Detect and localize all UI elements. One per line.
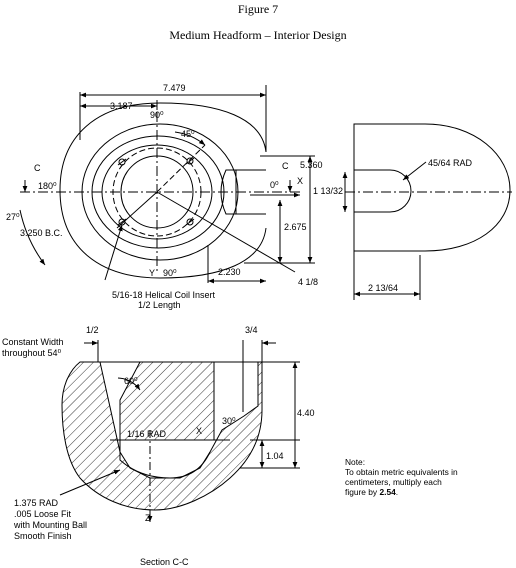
angle-left: 180⁰: [38, 181, 57, 191]
note-heading: Note:: [345, 457, 366, 467]
angle-45: 45⁰: [181, 129, 195, 139]
rad-label-1: 1.375 RAD: [14, 498, 59, 508]
dim-three-quarter: 3/4: [245, 325, 258, 335]
dim-440: 4.40: [297, 408, 315, 418]
figure-label: Figure 7: [237, 2, 279, 16]
dim-1-13-32: 1 13/32: [313, 186, 343, 196]
rad-label-4: Smooth Finish: [14, 531, 72, 541]
bolt-circle-label: 3.250 B.C.: [20, 228, 63, 238]
rad-label-3: with Mounting Ball: [13, 520, 87, 530]
dim-center-offset: 3.187: [110, 101, 133, 111]
axis-c-right: C: [282, 161, 289, 171]
note-line-3-text: figure by: [345, 487, 380, 497]
top-view-labels: 7.479 3.187 90⁰ 45⁰ C 180⁰ 27⁰ 3.250 B.C…: [6, 83, 323, 310]
angle-60: 60⁰: [124, 376, 138, 386]
insert-label-2: 1/2 Length: [138, 300, 181, 310]
note-line-2: centimeters, multiply each: [345, 477, 442, 487]
width-label-1: Constant Width: [2, 337, 64, 347]
angle-bottom: 90⁰: [163, 268, 177, 278]
head-outline: [59, 102, 267, 279]
dim-height: 5.360: [300, 160, 323, 170]
note-end: .: [395, 487, 399, 497]
dim-half: 1/2: [86, 325, 99, 335]
note-line-1: To obtain metric equivalents in: [345, 467, 458, 477]
section-caption: Section C-C: [140, 557, 189, 567]
angle-right: 0⁰: [270, 180, 279, 190]
axis-y: Y: [149, 268, 155, 278]
side-view-labels: 45/64 RAD 1 13/32 2 13/64: [313, 158, 473, 293]
section-view: [59, 340, 300, 522]
side-cutout: [354, 169, 412, 213]
axis-c-left: C: [34, 163, 41, 173]
dim-2230: 2.230: [218, 267, 241, 277]
note-factor: 2.54: [379, 487, 396, 497]
dim-overall-width: 7.479: [163, 83, 186, 93]
width-label-2: throughout 54⁰: [2, 348, 62, 358]
angle-top: 90⁰: [150, 110, 164, 120]
dim-2-13-64: 2 13/64: [368, 283, 398, 293]
metric-note: Note: To obtain metric equivalents in ce…: [345, 457, 505, 497]
side-outline: [353, 123, 511, 252]
figure-title: Medium Headform – Interior Design: [169, 28, 347, 42]
note-line-3: figure by 2.54.: [345, 487, 505, 497]
insert-label-1: 5/16-18 Helical Coil Insert: [112, 290, 216, 300]
angle-30: 30⁰: [222, 416, 236, 426]
section-labels: Constant Width throughout 54⁰ 1/2 3/4 60…: [2, 325, 315, 567]
rad-1-16: 1/16 RAD: [127, 429, 167, 439]
dim-4-1-8: 4 1/8: [298, 277, 318, 287]
dim-104: 1.04: [266, 451, 284, 461]
side-rad-label: 45/64 RAD: [428, 158, 473, 168]
section-axis-z: Z: [145, 513, 151, 523]
axis-x-top: X: [297, 176, 303, 186]
dim-lower: 2.675: [284, 222, 307, 232]
angle-27: 27⁰: [6, 212, 20, 222]
side-view: [342, 123, 512, 300]
top-view: [19, 85, 315, 284]
section-axis-x: X: [196, 426, 202, 436]
rad-label-2: .005 Loose Fit: [14, 509, 72, 519]
